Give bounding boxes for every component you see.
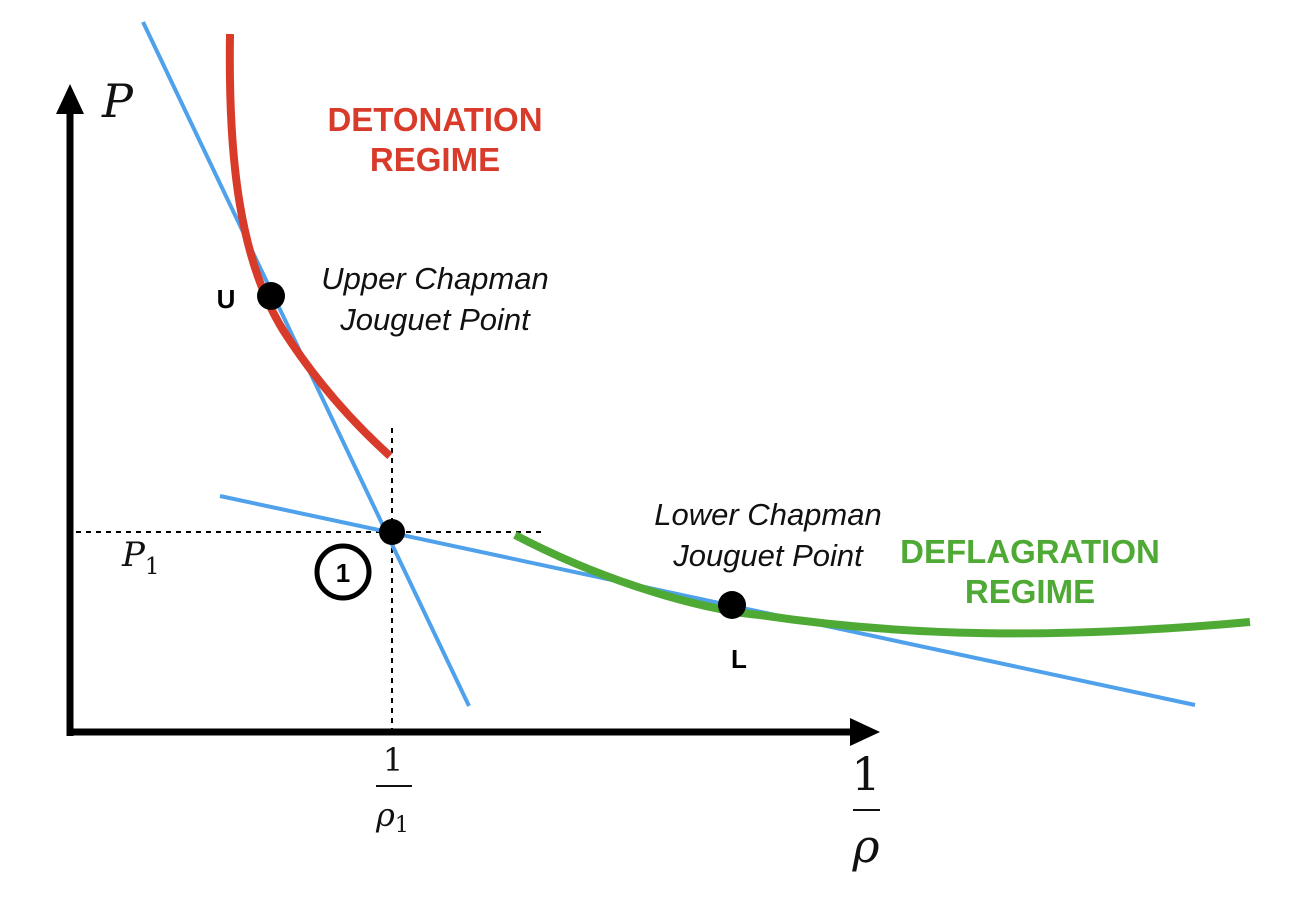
deflagration-regime-line2: REGIME	[965, 573, 1095, 610]
initial-state-badge	[314, 543, 372, 601]
deflagration-branch-curve	[513, 531, 1251, 638]
rho1-numerator: 1	[383, 741, 403, 779]
upper-cj-text-line1: Upper Chapman	[321, 261, 548, 296]
lower-cj-point	[718, 591, 746, 619]
deflagration-regime-line1: DEFLAGRATION	[900, 533, 1160, 570]
initial-state-label: 1	[336, 558, 350, 588]
x-axis-label-numerator: 1	[851, 747, 880, 801]
x-axis-arrow-icon	[850, 718, 880, 746]
rho1-den-sub: 1	[395, 813, 409, 838]
upper-cj-text-line2: Jouguet Point	[339, 302, 531, 337]
rho1-denominator: ρ1	[375, 796, 409, 838]
p1-label-main: P	[121, 535, 146, 575]
y-axis-label: P	[101, 74, 134, 128]
lower-cj-letter: L	[731, 644, 747, 674]
upper-cj-point	[257, 282, 285, 310]
rho1-den-main: ρ	[375, 796, 395, 834]
lower-cj-text-line1: Lower Chapman	[654, 497, 881, 532]
x-axis-label-denominator: ρ	[851, 819, 879, 873]
lower-cj-text-line2: Jouguet Point	[672, 538, 864, 573]
p1-label: P1	[121, 535, 160, 580]
detonation-regime-line2: REGIME	[370, 141, 500, 178]
p1-label-sub: 1	[145, 554, 160, 580]
detonation-branch-curve	[225, 33, 393, 459]
y-axis-arrow-icon	[56, 84, 84, 114]
initial-state-point	[379, 519, 405, 545]
upper-cj-letter: U	[217, 284, 236, 314]
detonation-regime-line1: DETONATION	[327, 101, 542, 138]
